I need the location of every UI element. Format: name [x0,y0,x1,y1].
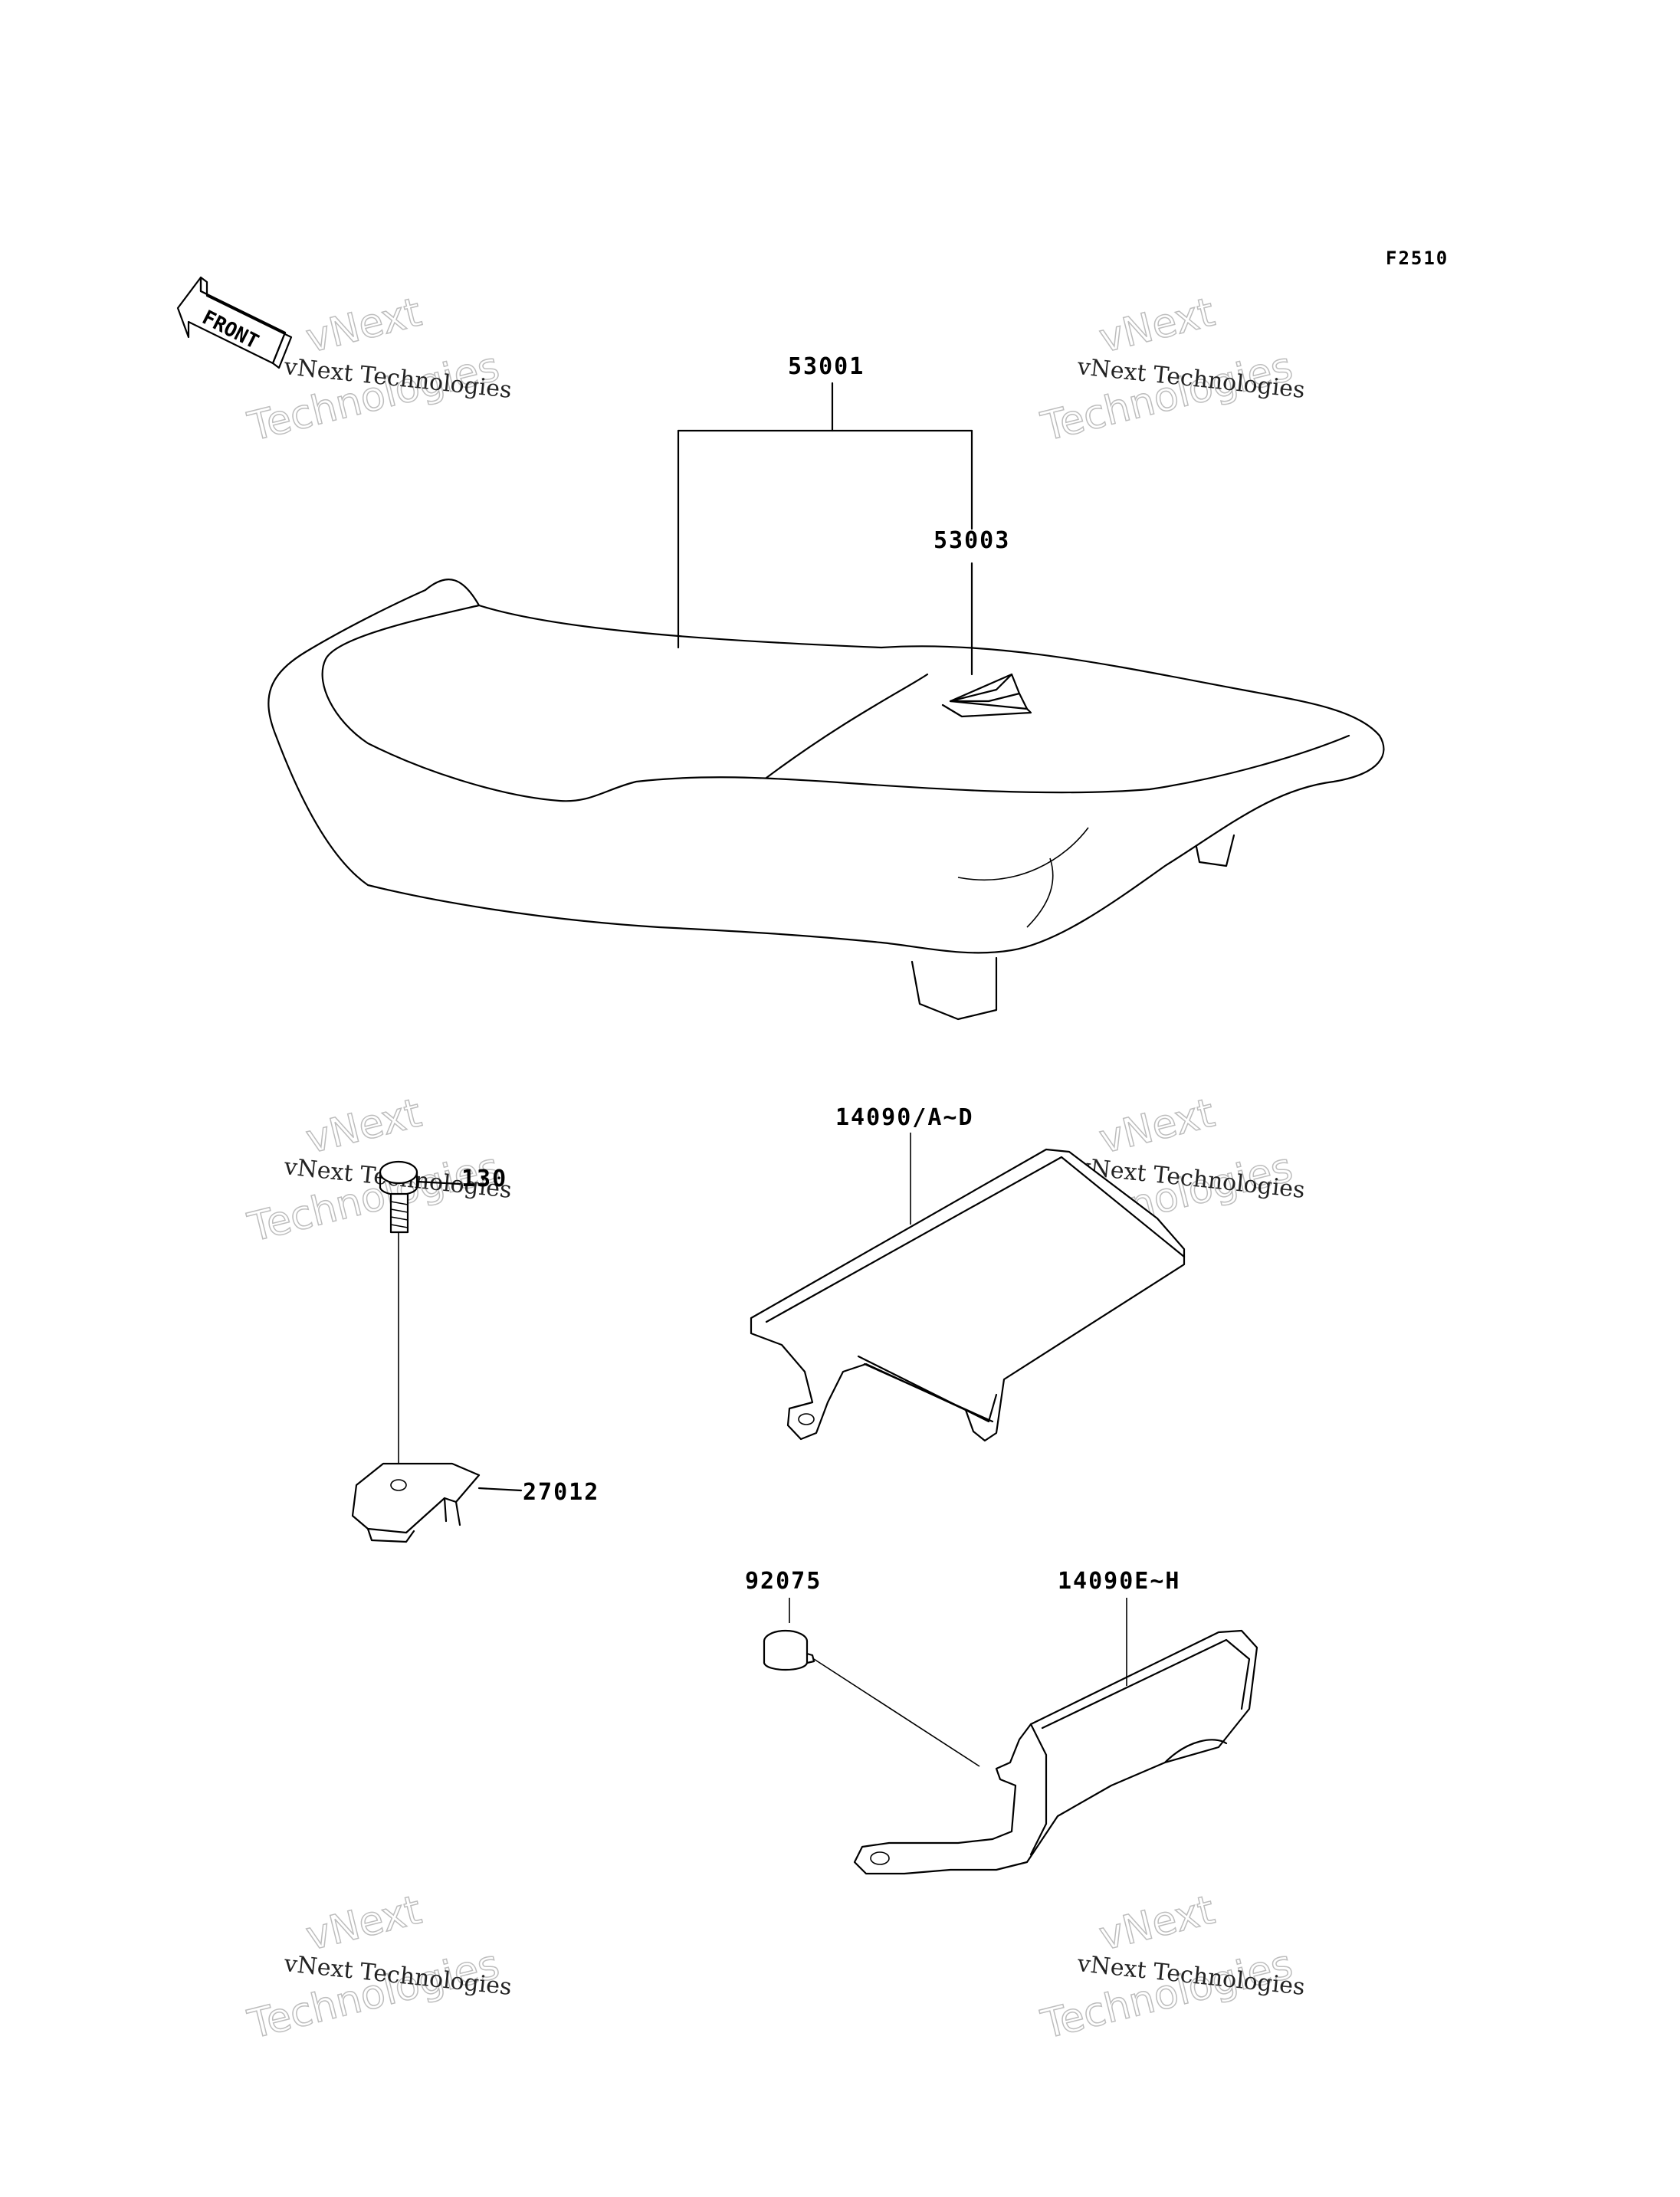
bracket-part [351,1462,523,1543]
front-arrow-icon: FRONT [176,276,293,369]
bolt-part [379,1160,461,1483]
callout-14090-a-d: 14090/A~D [835,1104,974,1131]
leader-53001 [677,382,973,676]
callout-53003: 53003 [934,527,1010,554]
watermark-bottom-right: vNext Technologies vNext Technologies [1036,1887,1306,2049]
figure-code: F2510 [1386,248,1449,269]
damper-part [763,1598,980,1767]
watermark-top-right: vNext Technologies vNext Technologies [1036,289,1306,451]
callout-27012: 27012 [523,1479,599,1506]
svg-text:vNext: vNext [302,290,426,362]
svg-text:vNext: vNext [302,1887,426,1960]
watermark-bottom-left: vNext Technologies vNext Technologies [243,1887,513,2049]
seat-cover-a-d-part [750,1133,1186,1442]
seat-cover-e-h-part [853,1598,1258,1875]
seat-assembly [267,579,1385,1021]
callout-130: 130 [461,1166,507,1192]
svg-text:vNext: vNext [302,1090,426,1163]
svg-text:vNext: vNext [1095,290,1219,362]
svg-text:vNext: vNext [1095,1887,1219,1960]
callout-92075: 92075 [745,1568,822,1595]
front-label: FRONT [199,307,262,354]
callout-53001: 53001 [788,353,865,380]
callout-14090-e-h: 14090E~H [1058,1568,1181,1595]
watermark-top-left: vNext Technologies vNext Technologies [243,289,513,451]
svg-text:vNext: vNext [1095,1090,1219,1163]
